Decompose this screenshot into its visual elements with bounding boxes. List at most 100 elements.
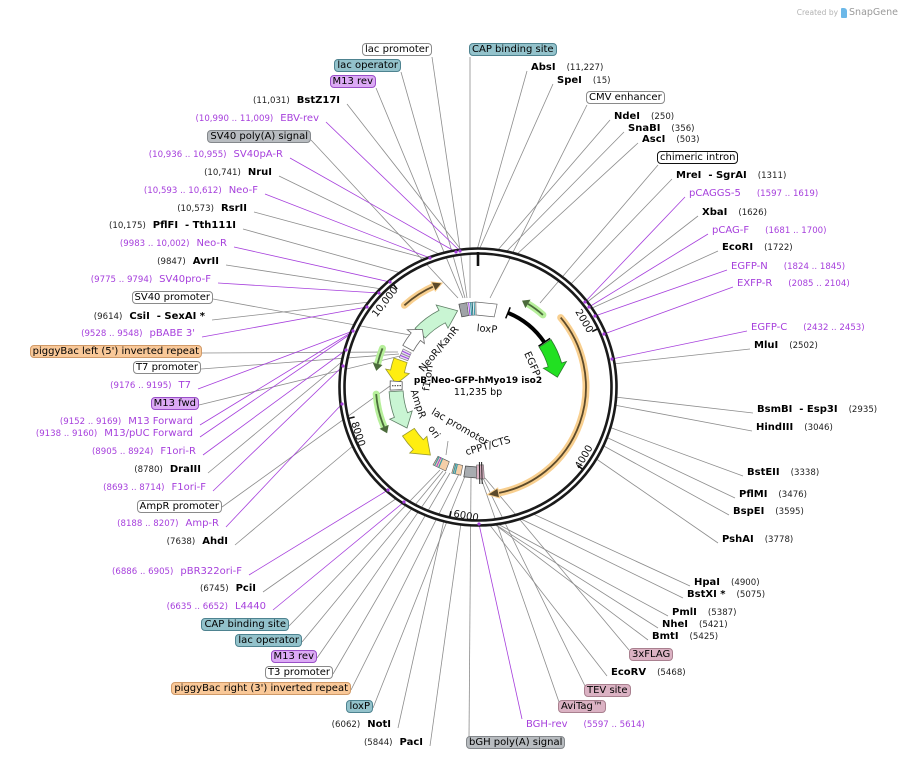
enzyme-label-nrui[interactable]: (10,741)NruI (204, 166, 272, 180)
enzyme-label-mrei-sgrai[interactable]: MreI - SgrAI(1311) (676, 169, 786, 183)
feature-label-t7-promoter[interactable]: T7 promoter (132, 361, 201, 374)
feature-label-t3-promoter[interactable]: T3 promoter (264, 666, 333, 679)
primer-label-m13-puc-forward[interactable]: (9138 .. 9160)M13/pUC Forward (36, 427, 193, 441)
feature-label-sv40-polya[interactable]: SV40 poly(A) signal (207, 130, 311, 143)
feature-label-chimeric-intron[interactable]: chimeric intron (657, 151, 739, 164)
feature-label-loxp[interactable]: loxP (346, 700, 373, 713)
primer-label-m13-forward[interactable]: (9152 .. 9169)M13 Forward (60, 415, 193, 429)
leader-line (601, 444, 730, 516)
feature-label-cap-binding-site-2[interactable]: CAP binding site (201, 618, 289, 631)
cds-arc-top-left[interactable] (400, 281, 444, 309)
enzyme-label-avrii[interactable]: (9847)AvrII (157, 255, 219, 269)
ori-arrow[interactable] (401, 427, 431, 456)
enzyme-label-ecorv[interactable]: EcoRV(5468) (611, 666, 686, 680)
enzyme-label-pshai[interactable]: PshAI(3778) (722, 533, 793, 547)
feature-label-ampr-promoter[interactable]: AmpR promoter (136, 500, 222, 513)
primer-label-l4440[interactable]: (6635 .. 6652)L4440 (167, 600, 266, 614)
feature-label-avitag[interactable]: AviTag™ (558, 700, 606, 713)
enzyme-label-draiii[interactable]: (8780)DraIII (134, 463, 201, 477)
enzyme-label-bstz17i[interactable]: (11,031)BstZ17I (253, 94, 340, 108)
top-white-box[interactable] (475, 301, 498, 318)
leader-line (478, 523, 523, 720)
primer-label-pcag-f[interactable]: pCAG-F(1681 .. 1700) (712, 224, 826, 238)
enzyme-label-rsrii[interactable]: (10,573)RsrII (177, 202, 247, 216)
feature-label-tev-site[interactable]: TEV site (584, 684, 631, 697)
feature-label-lac-operator[interactable]: lac operator (334, 59, 401, 72)
primer-label-amp-r[interactable]: (8188 .. 8207)Amp-R (117, 517, 219, 531)
enzyme-label-hpai[interactable]: HpaI(4900) (694, 576, 760, 590)
feature-label-cap-binding-site[interactable]: CAP binding site (469, 43, 557, 56)
ampr-arrow[interactable] (388, 390, 413, 429)
black-feature-arc[interactable] (505, 307, 551, 347)
green-arrow-top-right[interactable] (522, 299, 547, 319)
feature-label-m13-rev[interactable]: M13 rev (329, 75, 376, 88)
enzyme-label-ndei[interactable]: NdeI(250) (614, 110, 674, 124)
feature-label-lac-operator-2[interactable]: lac operator (235, 634, 302, 647)
enzyme-label-bspei[interactable]: BspEI(3595) (733, 505, 804, 519)
f1-ori-arrow[interactable] (384, 357, 411, 385)
feature-label-cmv-enhancer[interactable]: CMV enhancer (586, 91, 665, 104)
primer-label-sv40pa-r[interactable]: (10,936 .. 10,955)SV40pA-R (149, 148, 283, 162)
egfp-arrow[interactable] (538, 339, 568, 378)
feature-label-piggybac-left-itr[interactable]: piggyBac left (5') inverted repeat (29, 345, 202, 358)
primer-label-f1ori-f[interactable]: (8693 .. 8714)F1ori-F (103, 481, 206, 495)
enzyme-label-ahdi[interactable]: (7638)AhdI (167, 535, 228, 549)
enzyme-label-pmli[interactable]: PmlI(5387) (672, 606, 736, 620)
primer-range: (5597 .. 5614) (583, 720, 645, 730)
top-striped-box[interactable] (466, 301, 477, 316)
enzyme-label-ecori[interactable]: EcoRI(1722) (722, 241, 793, 255)
enzyme-label-pflfi-tth111i[interactable]: (10,175)PflFI - Tth111I (109, 219, 236, 233)
feature-label-m13-fwd[interactable]: M13 fwd (150, 397, 199, 410)
enzyme-label-hindiii[interactable]: HindIII(3046) (756, 421, 833, 435)
enzyme-label-xbai[interactable]: XbaI(1626) (702, 206, 767, 220)
enzyme-label-bsmbi-esp3i[interactable]: BsmBI - Esp3I(2935) (757, 403, 877, 417)
enzyme-label-noti[interactable]: (6062)NotI (332, 718, 391, 732)
primer-label-bgh-rev[interactable]: BGH-rev(5597 .. 5614) (526, 718, 645, 732)
feature-label-piggybac-right-itr[interactable]: piggyBac right (3') inverted repeat (171, 682, 351, 695)
cds-arc-right[interactable] (486, 314, 590, 499)
feature-label-3xflag[interactable]: 3xFLAG (629, 648, 674, 661)
enzyme-label-csii-sexai[interactable]: (9614)CsiI - SexAI * (94, 310, 205, 324)
feature-label-lac-promoter[interactable]: lac promoter (362, 43, 432, 56)
primer-label-neo-r[interactable]: (9983 .. 10,002)Neo-R (120, 237, 227, 251)
enzyme-label-snabi[interactable]: SnaBI(356) (628, 122, 695, 136)
enzyme-label-bsteii[interactable]: BstEII(3338) (747, 466, 819, 480)
primer-label-pbr322ori-f[interactable]: (6886 .. 6905)pBR322ori-F (112, 565, 242, 579)
bottom-striped-box-a[interactable] (432, 455, 450, 472)
leader-line (484, 477, 630, 651)
primer-label-f1ori-r[interactable]: (8905 .. 8924)F1ori-R (92, 445, 196, 459)
bottom-striped-box-b[interactable] (451, 463, 464, 476)
enzyme-label-bmti[interactable]: BmtI(5425) (652, 630, 718, 644)
primer-label-sv40pro-f[interactable]: (9775 .. 9794)SV40pro-F (91, 273, 211, 287)
primer-label-t7[interactable]: (9176 .. 9195)T7 (110, 379, 191, 393)
enzyme-label-absi[interactable]: AbsI(11,227) (531, 61, 603, 75)
ampr-promoter-box[interactable] (389, 380, 403, 391)
primer-label-pbabe-3[interactable]: (9528 .. 9548)pBABE 3' (81, 327, 195, 341)
enzyme-label-paci[interactable]: (5844)PacI (364, 736, 423, 750)
promoter-arrow[interactable] (402, 329, 425, 352)
primer-label-neo-f[interactable]: (10,593 .. 10,612)Neo-F (144, 184, 258, 198)
enzyme-label-bstxi[interactable]: BstXI *(5075) (687, 588, 765, 602)
primer-label-egfp-n[interactable]: EGFP-N(1824 .. 1845) (731, 260, 845, 274)
enzyme-label-mlui[interactable]: MluI(2502) (754, 339, 818, 353)
feature-label-sv40-promoter[interactable]: SV40 promoter (131, 291, 213, 304)
cut-position: (7638) (166, 537, 196, 547)
bottom-gray-box[interactable] (463, 465, 477, 479)
neor-kanr-arrow[interactable] (414, 304, 459, 339)
enzyme-label-asci[interactable]: AscI(503) (642, 133, 699, 147)
feature-label-m13-rev-2[interactable]: M13 rev (270, 650, 317, 663)
primer-label-pcaggs-5[interactable]: pCAGGS-5(1597 .. 1619) (689, 187, 818, 201)
feature-label-bgh-polya[interactable]: bGH poly(A) signal (466, 736, 566, 749)
primer-label-exfp-r[interactable]: EXFP-R(2085 .. 2104) (737, 277, 850, 291)
green-arrow-left-lower[interactable] (372, 390, 389, 434)
piggybac-left-box[interactable] (398, 348, 412, 362)
enzyme-label-spei[interactable]: SpeI(15) (557, 74, 611, 88)
enzyme-label-pflmi[interactable]: PflMI(3476) (739, 488, 807, 502)
green-arrow-left-upper[interactable] (372, 344, 386, 371)
primer-label-egfp-c[interactable]: EGFP-C(2432 .. 2453) (751, 321, 865, 335)
leader-line (478, 83, 554, 251)
primer-label-ebv-rev[interactable]: (10,990 .. 11,009)EBV-rev (196, 112, 319, 126)
bottom-pink-box[interactable] (476, 461, 485, 485)
enzyme-label-nhei[interactable]: NheI(5421) (662, 618, 728, 632)
enzyme-label-pcii[interactable]: (6745)PciI (200, 582, 256, 596)
